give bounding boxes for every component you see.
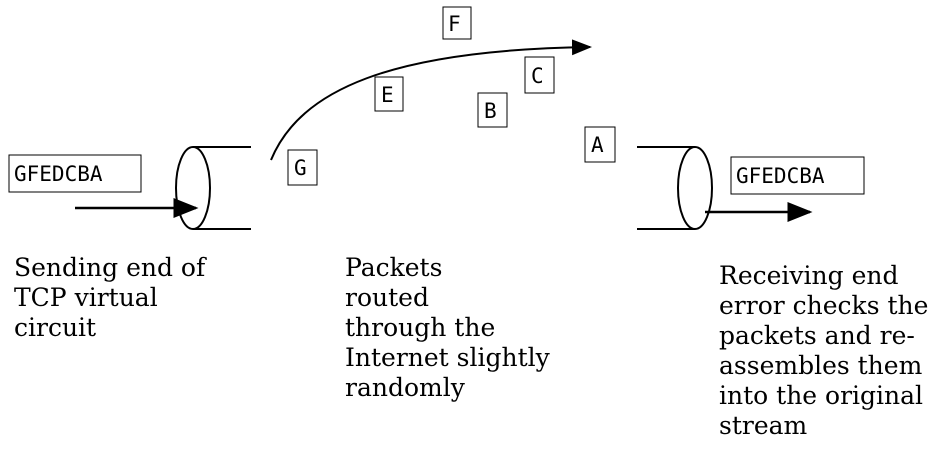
- receiver-stream-box: GFEDCBA: [730, 156, 865, 195]
- middle-caption-line: Internet slightly: [345, 343, 550, 372]
- packet-e: E: [374, 76, 404, 112]
- packet-g-label: G: [294, 156, 307, 180]
- packet-b: B: [477, 92, 508, 128]
- packet-f-label: F: [448, 12, 461, 36]
- sender-caption-line: circuit: [14, 313, 97, 342]
- packet-c: C: [524, 56, 555, 94]
- receiver-caption-line: stream: [719, 411, 808, 440]
- receiver-caption: Receiving end error checks the packets a…: [719, 261, 928, 441]
- packet-a-label: A: [591, 133, 604, 157]
- receiver-caption-line: error checks the: [719, 291, 929, 320]
- packet-g: G: [287, 149, 318, 186]
- receiver-caption-line: assembles them: [719, 351, 923, 380]
- middle-caption-line: randomly: [345, 373, 465, 402]
- packet-e-label: E: [381, 83, 394, 107]
- packet-b-label: B: [484, 99, 497, 123]
- sender-caption-line: TCP virtual: [14, 283, 158, 312]
- receiver-caption-line: packets and re-: [719, 321, 915, 350]
- middle-caption: Packets routed through the Internet slig…: [345, 253, 550, 403]
- receiver-caption-line: Receiving end: [719, 261, 899, 290]
- receiver-cylinder: [637, 146, 713, 230]
- packet-a: A: [584, 126, 616, 163]
- receiver-stream-label: GFEDCBA: [736, 164, 825, 188]
- packet-route-arrow: [270, 39, 592, 161]
- middle-caption-line: routed: [345, 283, 429, 312]
- packet-f: F: [442, 6, 472, 40]
- sender-caption: Sending end of TCP virtual circuit: [14, 253, 205, 343]
- sender-cylinder: [175, 146, 251, 230]
- middle-caption-line: through the: [345, 313, 496, 342]
- packet-c-label: C: [531, 64, 544, 88]
- middle-caption-line: Packets: [345, 253, 443, 282]
- sender-caption-line: Sending end of: [14, 253, 206, 282]
- receiver-caption-line: into the original: [719, 381, 924, 410]
- sender-stream-box: GFEDCBA: [8, 154, 142, 193]
- sender-stream-label: GFEDCBA: [14, 162, 103, 186]
